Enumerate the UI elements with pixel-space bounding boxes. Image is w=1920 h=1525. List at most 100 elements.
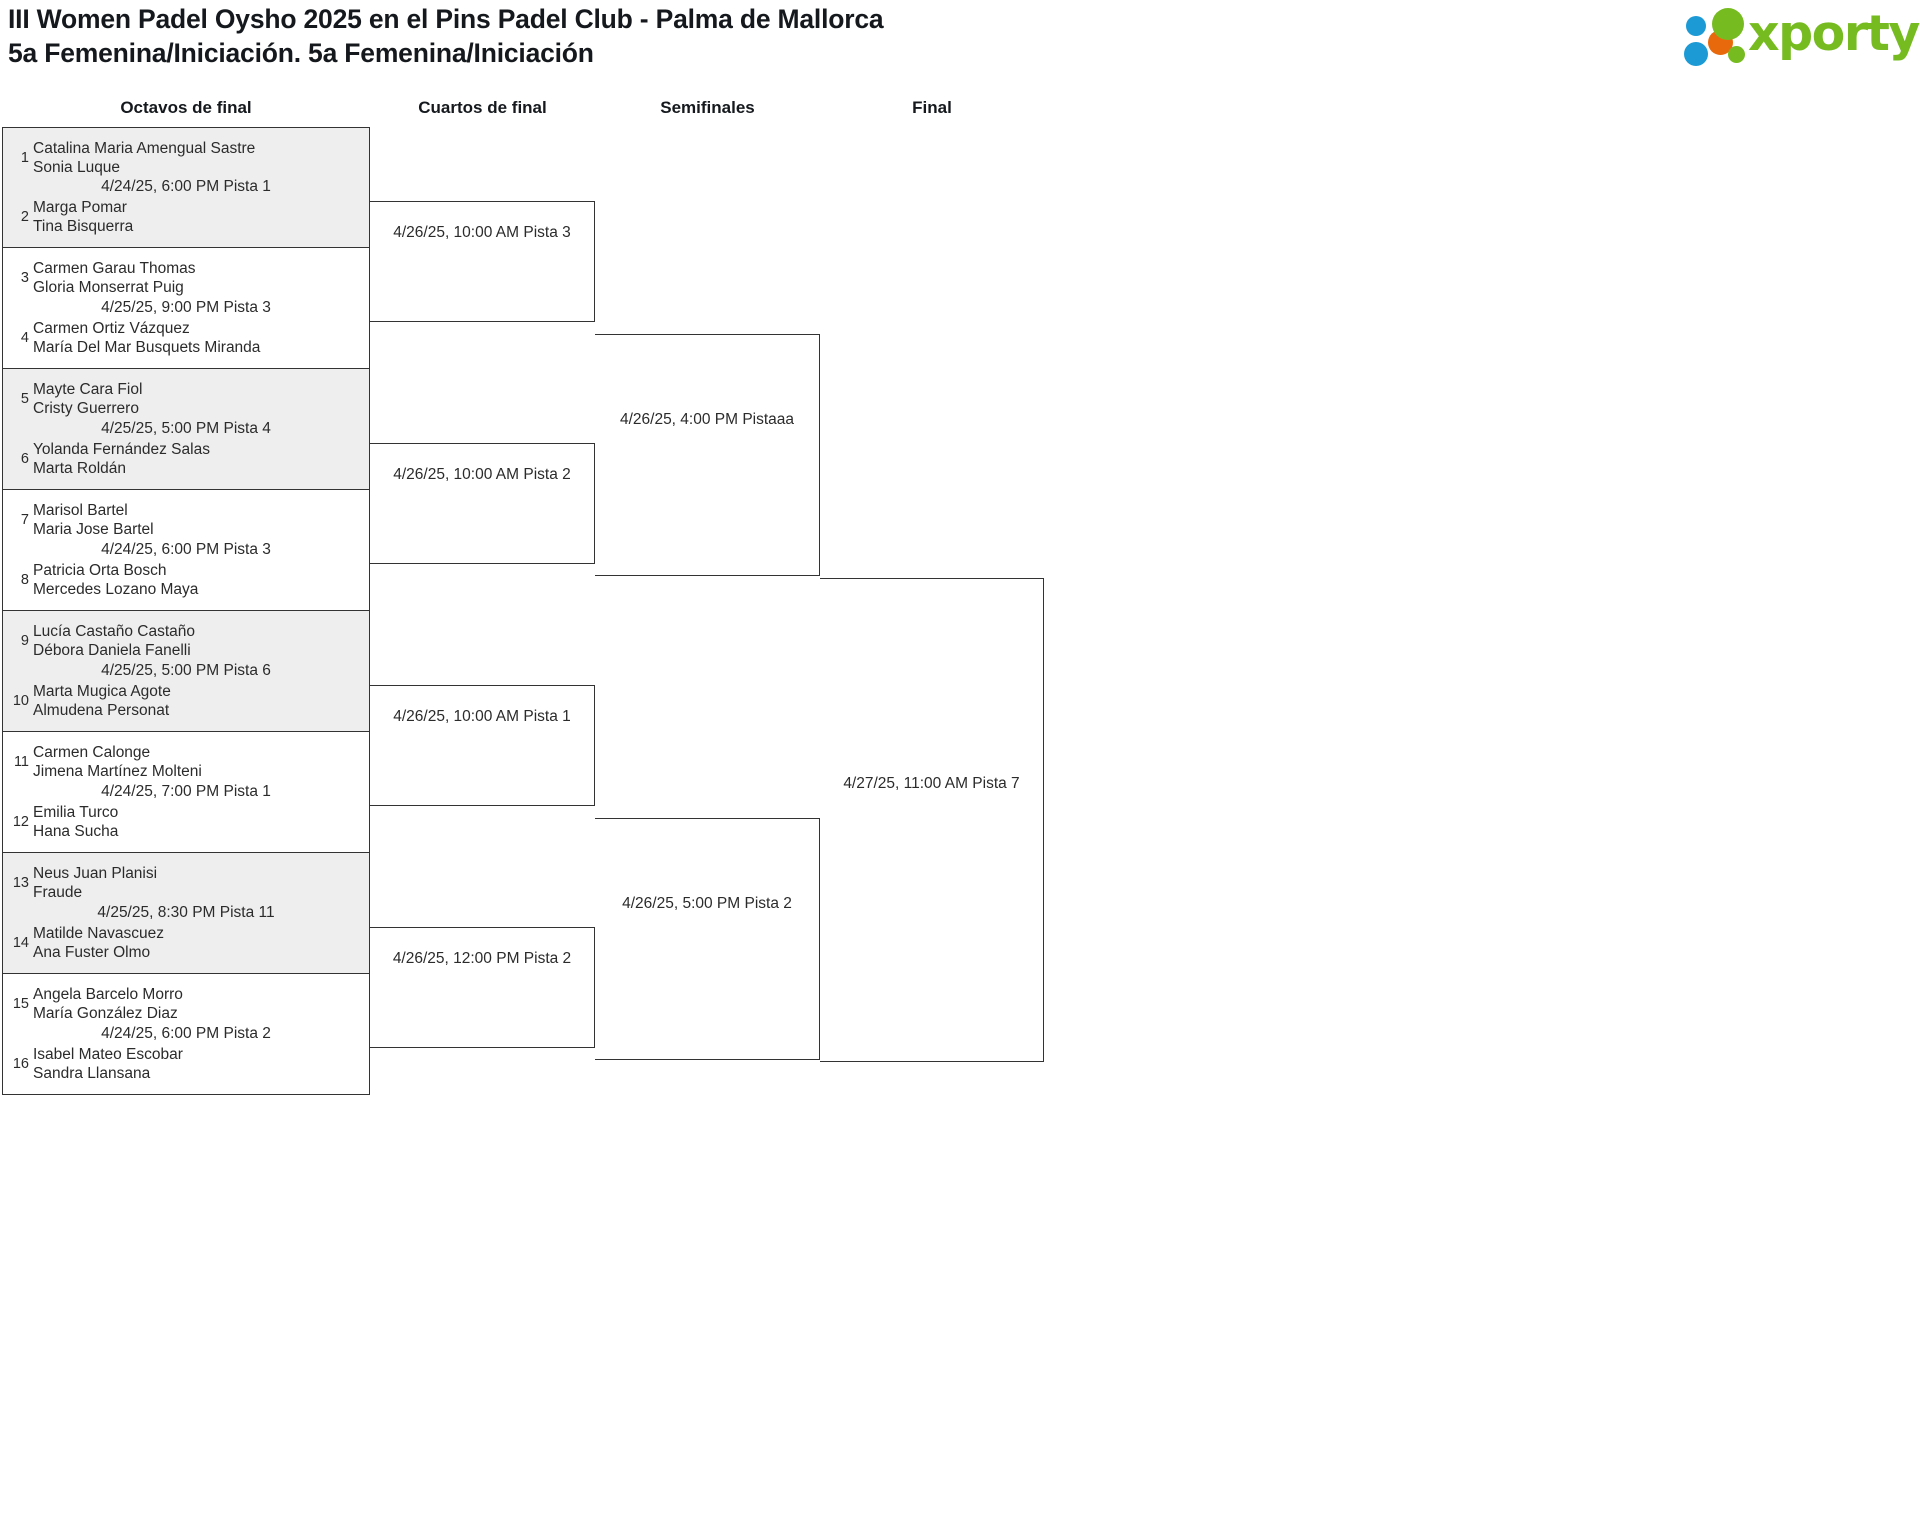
- seed-number: 11: [13, 754, 29, 771]
- match-schedule: 4/26/25, 5:00 PM Pista 2: [622, 894, 792, 912]
- logo-dots-icon: [1684, 8, 1754, 66]
- player-name: Carmen Calonge: [33, 744, 151, 762]
- round-header-semifinales: Semifinales: [660, 98, 755, 117]
- player-name: Marisol Bartel: [33, 502, 128, 520]
- quarterfinal-box-3[interactable]: 4/26/25, 10:00 AM Pista 1: [370, 684, 595, 806]
- round-header-final: Final: [912, 98, 952, 117]
- title-line-1: III Women Padel Oysho 2025 en el Pins Pa…: [8, 4, 884, 34]
- seed-number: 15: [12, 996, 29, 1013]
- match-schedule: 4/26/25, 4:00 PM Pistaaa: [619, 410, 795, 428]
- page-header: III Women Padel Oysho 2025 en el Pins Pa…: [0, 0, 1920, 92]
- seed-number: 4: [20, 330, 29, 347]
- match-schedule: 4/26/25, 10:00 AM Pista 1: [393, 708, 571, 726]
- player-name: Marga Pomar: [33, 199, 127, 217]
- player-name: Emilia Turco: [33, 804, 119, 822]
- logo-wordmark: xporty: [1748, 5, 1920, 62]
- player-name: Lucía Castaño Castaño: [33, 623, 195, 641]
- player-name: Mercedes Lozano Maya: [33, 581, 199, 599]
- player-name: Tina Bisquerra: [33, 218, 134, 236]
- player-name: Jimena Martínez Molteni: [33, 763, 202, 781]
- player-name: María Del Mar Busquets Miranda: [33, 339, 261, 357]
- player-name: Fraude: [33, 884, 83, 902]
- seed-number: 14: [12, 935, 29, 952]
- logo-dot-green-small: [1728, 46, 1745, 63]
- round-header-cuartos: Cuartos de final: [418, 98, 547, 117]
- player-name: Almudena Personat: [33, 702, 170, 720]
- seed-number: 9: [20, 633, 29, 650]
- semifinal-box-2[interactable]: 4/26/25, 5:00 PM Pista 2: [595, 817, 820, 1060]
- match-schedule: 4/26/25, 10:00 AM Pista 3: [393, 224, 571, 242]
- quarterfinal-box-2[interactable]: 4/26/25, 10:00 AM Pista 2: [370, 442, 595, 564]
- logo-dot-green-large: [1712, 8, 1744, 40]
- player-name: Yolanda Fernández Salas: [33, 441, 210, 459]
- round-header-octavos: Octavos de final: [120, 98, 252, 117]
- seed-number: 1: [20, 149, 29, 166]
- seed-number: 3: [20, 270, 29, 287]
- player-name: Isabel Mateo Escobar: [33, 1046, 183, 1064]
- seed-number: 7: [20, 512, 29, 529]
- quarterfinal-box-4[interactable]: 4/26/25, 12:00 PM Pista 2: [370, 926, 595, 1048]
- seed-number: 12: [12, 814, 29, 831]
- seed-number: 5: [20, 391, 29, 408]
- semifinal-box-1[interactable]: 4/26/25, 4:00 PM Pistaaa: [595, 333, 820, 576]
- player-name: Marta Roldán: [33, 460, 127, 478]
- player-name: Hana Sucha: [33, 823, 119, 841]
- xporty-logo[interactable]: xporty: [1684, 4, 1920, 68]
- player-name: Débora Daniela Fanelli: [33, 642, 191, 660]
- quarterfinal-box-1[interactable]: 4/26/25, 10:00 AM Pista 3: [370, 200, 595, 322]
- player-name: Carmen Garau Thomas: [33, 260, 196, 278]
- seed-number: 10: [12, 693, 29, 710]
- seed-number: 13: [12, 875, 29, 892]
- match-schedule: 4/26/25, 12:00 PM Pista 2: [392, 950, 572, 968]
- match-schedule: 4/27/25, 11:00 AM Pista 7: [843, 774, 1020, 792]
- player-name: Marta Mugica Agote: [33, 683, 171, 701]
- player-name: Catalina Maria Amengual Sastre: [33, 139, 256, 157]
- player-name: Carmen Ortiz Vázquez: [33, 320, 190, 338]
- seed-number: 6: [20, 451, 29, 468]
- logo-dot-blue-top: [1686, 16, 1706, 36]
- player-name: Gloria Monserrat Puig: [33, 279, 184, 297]
- player-name: Angela Barcelo Morro: [33, 986, 183, 1004]
- player-name: Cristy Guerrero: [33, 400, 139, 418]
- player-name: Patricia Orta Bosch: [33, 562, 167, 580]
- player-name: María González Diaz: [33, 1005, 178, 1023]
- seed-number: 2: [20, 209, 29, 226]
- final-box[interactable]: 4/27/25, 11:00 AM Pista 7: [820, 577, 1044, 1062]
- logo-dot-blue-bottom: [1684, 42, 1708, 66]
- player-name: Maria Jose Bartel: [33, 521, 154, 539]
- seed-number: 8: [20, 572, 29, 589]
- player-name: Sonia Luque: [33, 158, 121, 176]
- match-schedule: 4/26/25, 10:00 AM Pista 2: [393, 466, 571, 484]
- player-name: Neus Juan Planisi: [33, 865, 158, 883]
